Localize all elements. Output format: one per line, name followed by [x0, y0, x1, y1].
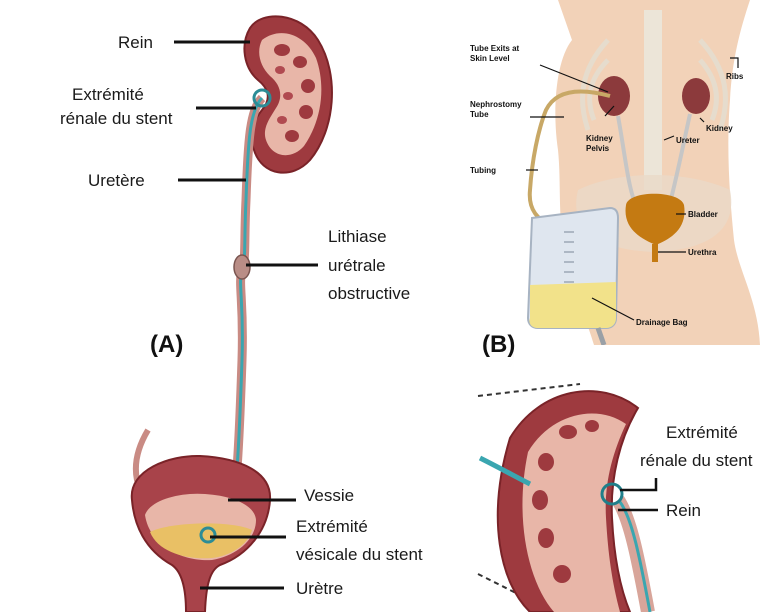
urethra-b — [652, 244, 658, 262]
label-renal-end-c-line2: rénale du stent — [640, 450, 752, 472]
label-urethra: Urethra — [688, 248, 716, 257]
drainage-bag — [528, 208, 618, 328]
panel-a-illustration — [0, 0, 470, 612]
label-vessie: Vessie — [304, 485, 354, 507]
label-vesical-end-line2: vésicale du stent — [296, 544, 423, 566]
panel-c-illustration — [470, 368, 784, 612]
label-lithiase-line3: obstructive — [328, 283, 410, 305]
spine — [644, 10, 662, 190]
label-tube-exits-line2: Skin Level — [470, 54, 510, 63]
label-uretere: Uretère — [88, 170, 145, 192]
label-kidney-pelvis-line1: Kidney — [586, 134, 613, 143]
right-kidney-b — [682, 78, 710, 114]
label-nephrostomy-line1: Nephrostomy — [470, 100, 522, 109]
label-ureter: Ureter — [676, 136, 700, 145]
label-renal-end-a-line2: rénale du stent — [60, 108, 172, 130]
label-rein-c: Rein — [666, 500, 701, 522]
panel-b-tag: (B) — [482, 331, 515, 359]
panel-b: Tube Exits at Skin Level Nephrostomy Tub… — [468, 0, 784, 345]
label-tube-exits-line1: Tube Exits at — [470, 44, 519, 53]
kidney-a — [244, 16, 332, 172]
label-bladder: Bladder — [688, 210, 718, 219]
label-kidney-pelvis-line2: Pelvis — [586, 144, 609, 153]
label-rein-a: Rein — [118, 32, 153, 54]
label-drainage-bag: Drainage Bag — [636, 318, 688, 327]
label-lithiase-line2: urétrale — [328, 255, 386, 277]
label-renal-end-a-line1: Extrémité — [72, 84, 144, 106]
panel-c: Extrémité rénale du stent Rein — [470, 368, 784, 612]
label-vesical-end-line1: Extrémité — [296, 516, 368, 538]
ureteral-stone — [234, 255, 250, 279]
panel-a: Rein Extrémité rénale du stent Uretère L… — [0, 0, 470, 612]
label-uretre: Urètre — [296, 578, 343, 600]
label-kidney: Kidney — [706, 124, 733, 133]
panel-a-tag: (A) — [150, 331, 183, 359]
label-nephrostomy-line2: Tube — [470, 110, 489, 119]
label-tubing: Tubing — [470, 166, 496, 175]
label-ribs: Ribs — [726, 72, 743, 81]
label-lithiase-line1: Lithiase — [328, 226, 387, 248]
label-renal-end-c-line1: Extrémité — [666, 422, 738, 444]
